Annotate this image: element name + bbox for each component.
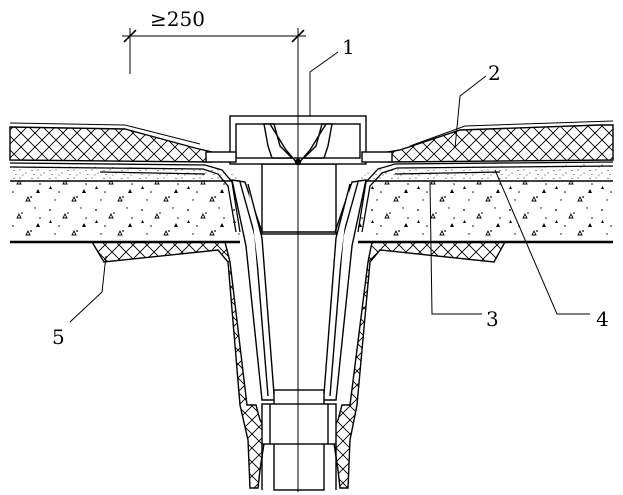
drain-pipe — [261, 163, 337, 491]
pipe-collar-insulation-right — [331, 241, 507, 489]
insulation-layer-right — [387, 124, 614, 163]
drain-body — [231, 179, 367, 401]
callout-3: 3 — [486, 307, 499, 331]
callout-5: 5 — [52, 325, 65, 349]
callout-2: 2 — [488, 61, 501, 85]
concrete-slab — [10, 181, 613, 242]
callout-4: 4 — [596, 307, 609, 331]
insulation-layer-left — [9, 126, 213, 163]
callout-1: 1 — [342, 35, 355, 59]
drain-grate — [205, 115, 393, 166]
pipe-collar-insulation — [90, 241, 267, 489]
waterproof-membranes — [9, 161, 614, 233]
dimension-label: ≥250 — [150, 7, 205, 31]
callout-leaders — [69, 51, 590, 323]
dimension-250: ≥250 — [122, 7, 306, 74]
